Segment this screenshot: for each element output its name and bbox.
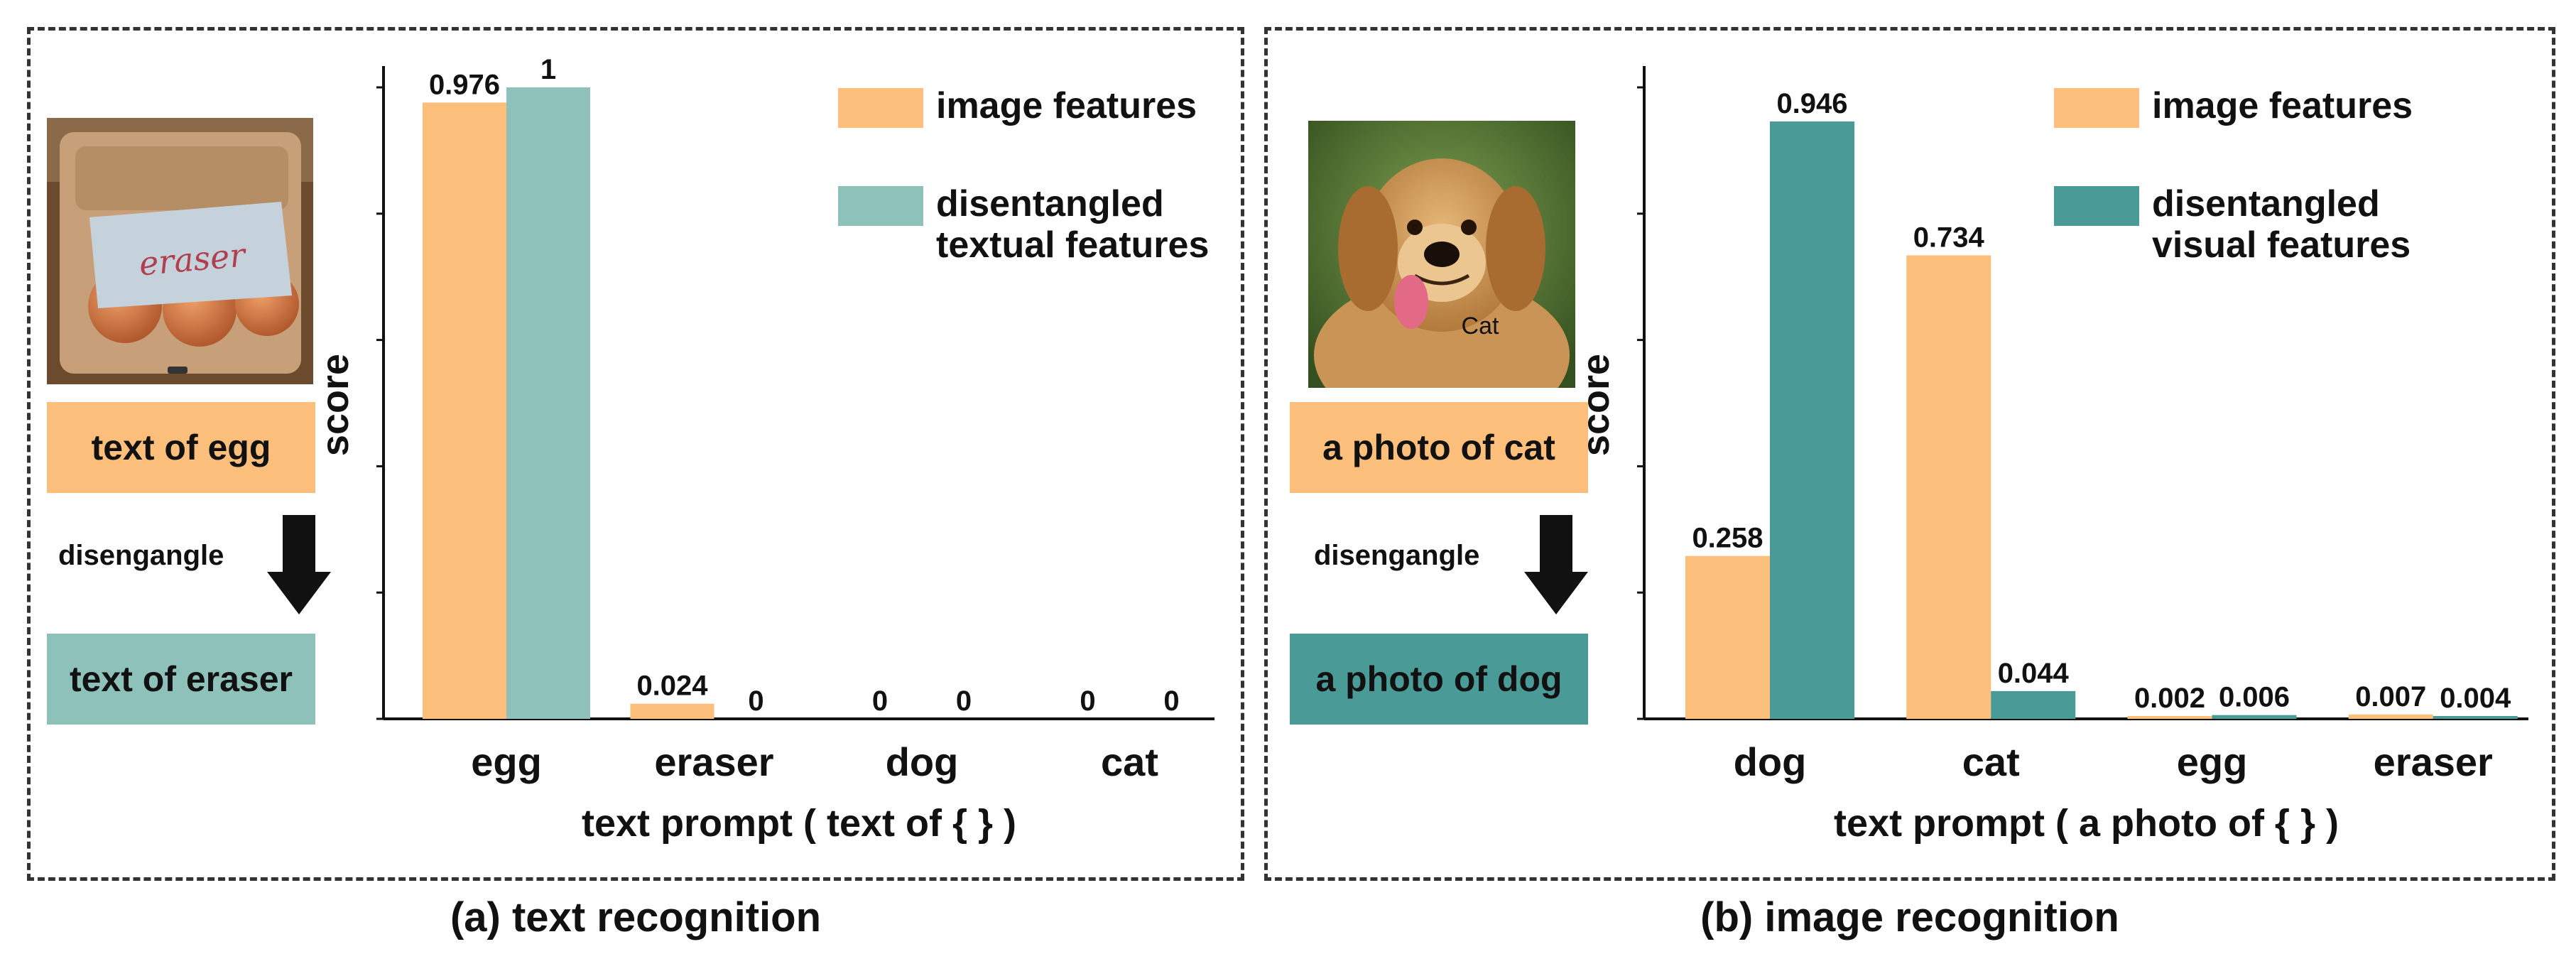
bar	[2127, 716, 2212, 719]
legend-label: disentangled	[936, 183, 1164, 224]
legend-swatch	[838, 88, 923, 128]
bar	[2212, 715, 2297, 719]
data-label: 0	[956, 685, 972, 717]
legend-label: visual features	[2152, 224, 2411, 266]
panel-image-recognition	[1264, 27, 2555, 881]
dog-overlay-label: Cat	[1462, 313, 1499, 340]
x-tick-label: dog	[1734, 739, 1807, 784]
caption-image-recognition: (b) image recognition	[1700, 894, 2119, 940]
x-axis-title: text prompt ( a photo of { } )	[1834, 802, 2339, 845]
data-label: 0.024	[636, 671, 708, 702]
bar	[1770, 121, 1854, 720]
caption-text-recognition: (a) text recognition	[450, 894, 822, 940]
data-label: 0.946	[1776, 88, 1847, 119]
output-prompt-box: text of eraser	[47, 634, 315, 725]
output-prompt-text: a photo of dog	[1315, 659, 1563, 699]
data-label: 0	[1163, 685, 1179, 717]
data-label: 0.258	[1692, 523, 1763, 554]
bar	[423, 102, 506, 719]
input-prompt-text: a photo of cat	[1322, 428, 1555, 467]
data-label: 0	[748, 685, 763, 717]
data-label: 0.004	[2440, 683, 2511, 714]
carton-handwritten-label: eraser	[138, 235, 249, 283]
arrow-down-icon	[1524, 515, 1588, 614]
data-label: 0.002	[2134, 683, 2205, 714]
data-label: 0.007	[2355, 681, 2426, 712]
arrow-down-icon	[267, 515, 331, 614]
bar	[2348, 714, 2433, 719]
output-prompt-box: a photo of dog	[1290, 634, 1588, 725]
data-label: 0.006	[2219, 682, 2290, 713]
data-label: 0.734	[1913, 222, 1985, 253]
input-prompt-text: text of egg	[91, 428, 271, 467]
output-prompt-text: text of eraser	[69, 659, 293, 699]
y-axis-title: score	[314, 354, 357, 456]
x-tick-label: cat	[1962, 739, 2020, 784]
bar	[506, 87, 590, 719]
golden-retriever-photo: Cat	[1308, 121, 1575, 388]
y-axis-title: score	[1575, 354, 1617, 456]
x-tick-label: eraser	[654, 739, 773, 784]
bar	[1991, 690, 2076, 719]
legend-swatch	[838, 186, 923, 226]
panel-text-recognition	[27, 27, 1244, 881]
legend-swatch	[2054, 186, 2139, 226]
x-tick-label: cat	[1101, 739, 1158, 784]
data-label: 1	[540, 54, 556, 85]
x-axis-title: text prompt ( text of { } )	[582, 802, 1016, 845]
disentangle-label: disengangle	[1314, 540, 1480, 571]
legend-label: disentangled	[2152, 183, 2380, 224]
x-tick-label: egg	[2177, 739, 2248, 784]
input-prompt-box: a photo of cat	[1290, 402, 1588, 493]
legend-label: textual features	[936, 224, 1209, 266]
legend-swatch	[2054, 88, 2139, 128]
egg-carton-photo: eraser	[47, 118, 313, 384]
data-label: 0.044	[1998, 658, 2070, 689]
legend-label: image features	[2152, 85, 2413, 126]
legend-label: image features	[936, 85, 1197, 126]
data-label: 0	[1080, 685, 1095, 717]
input-prompt-box: text of egg	[47, 402, 315, 493]
bar	[630, 703, 714, 719]
bar	[1685, 555, 1770, 719]
x-tick-label: egg	[471, 739, 542, 784]
x-tick-label: dog	[886, 739, 959, 784]
data-label: 0.976	[429, 69, 500, 100]
bar	[2433, 716, 2518, 719]
bar	[1906, 255, 1991, 719]
disentangle-label: disengangle	[58, 540, 224, 571]
data-label: 0	[872, 685, 888, 717]
x-tick-label: eraser	[2374, 739, 2493, 784]
